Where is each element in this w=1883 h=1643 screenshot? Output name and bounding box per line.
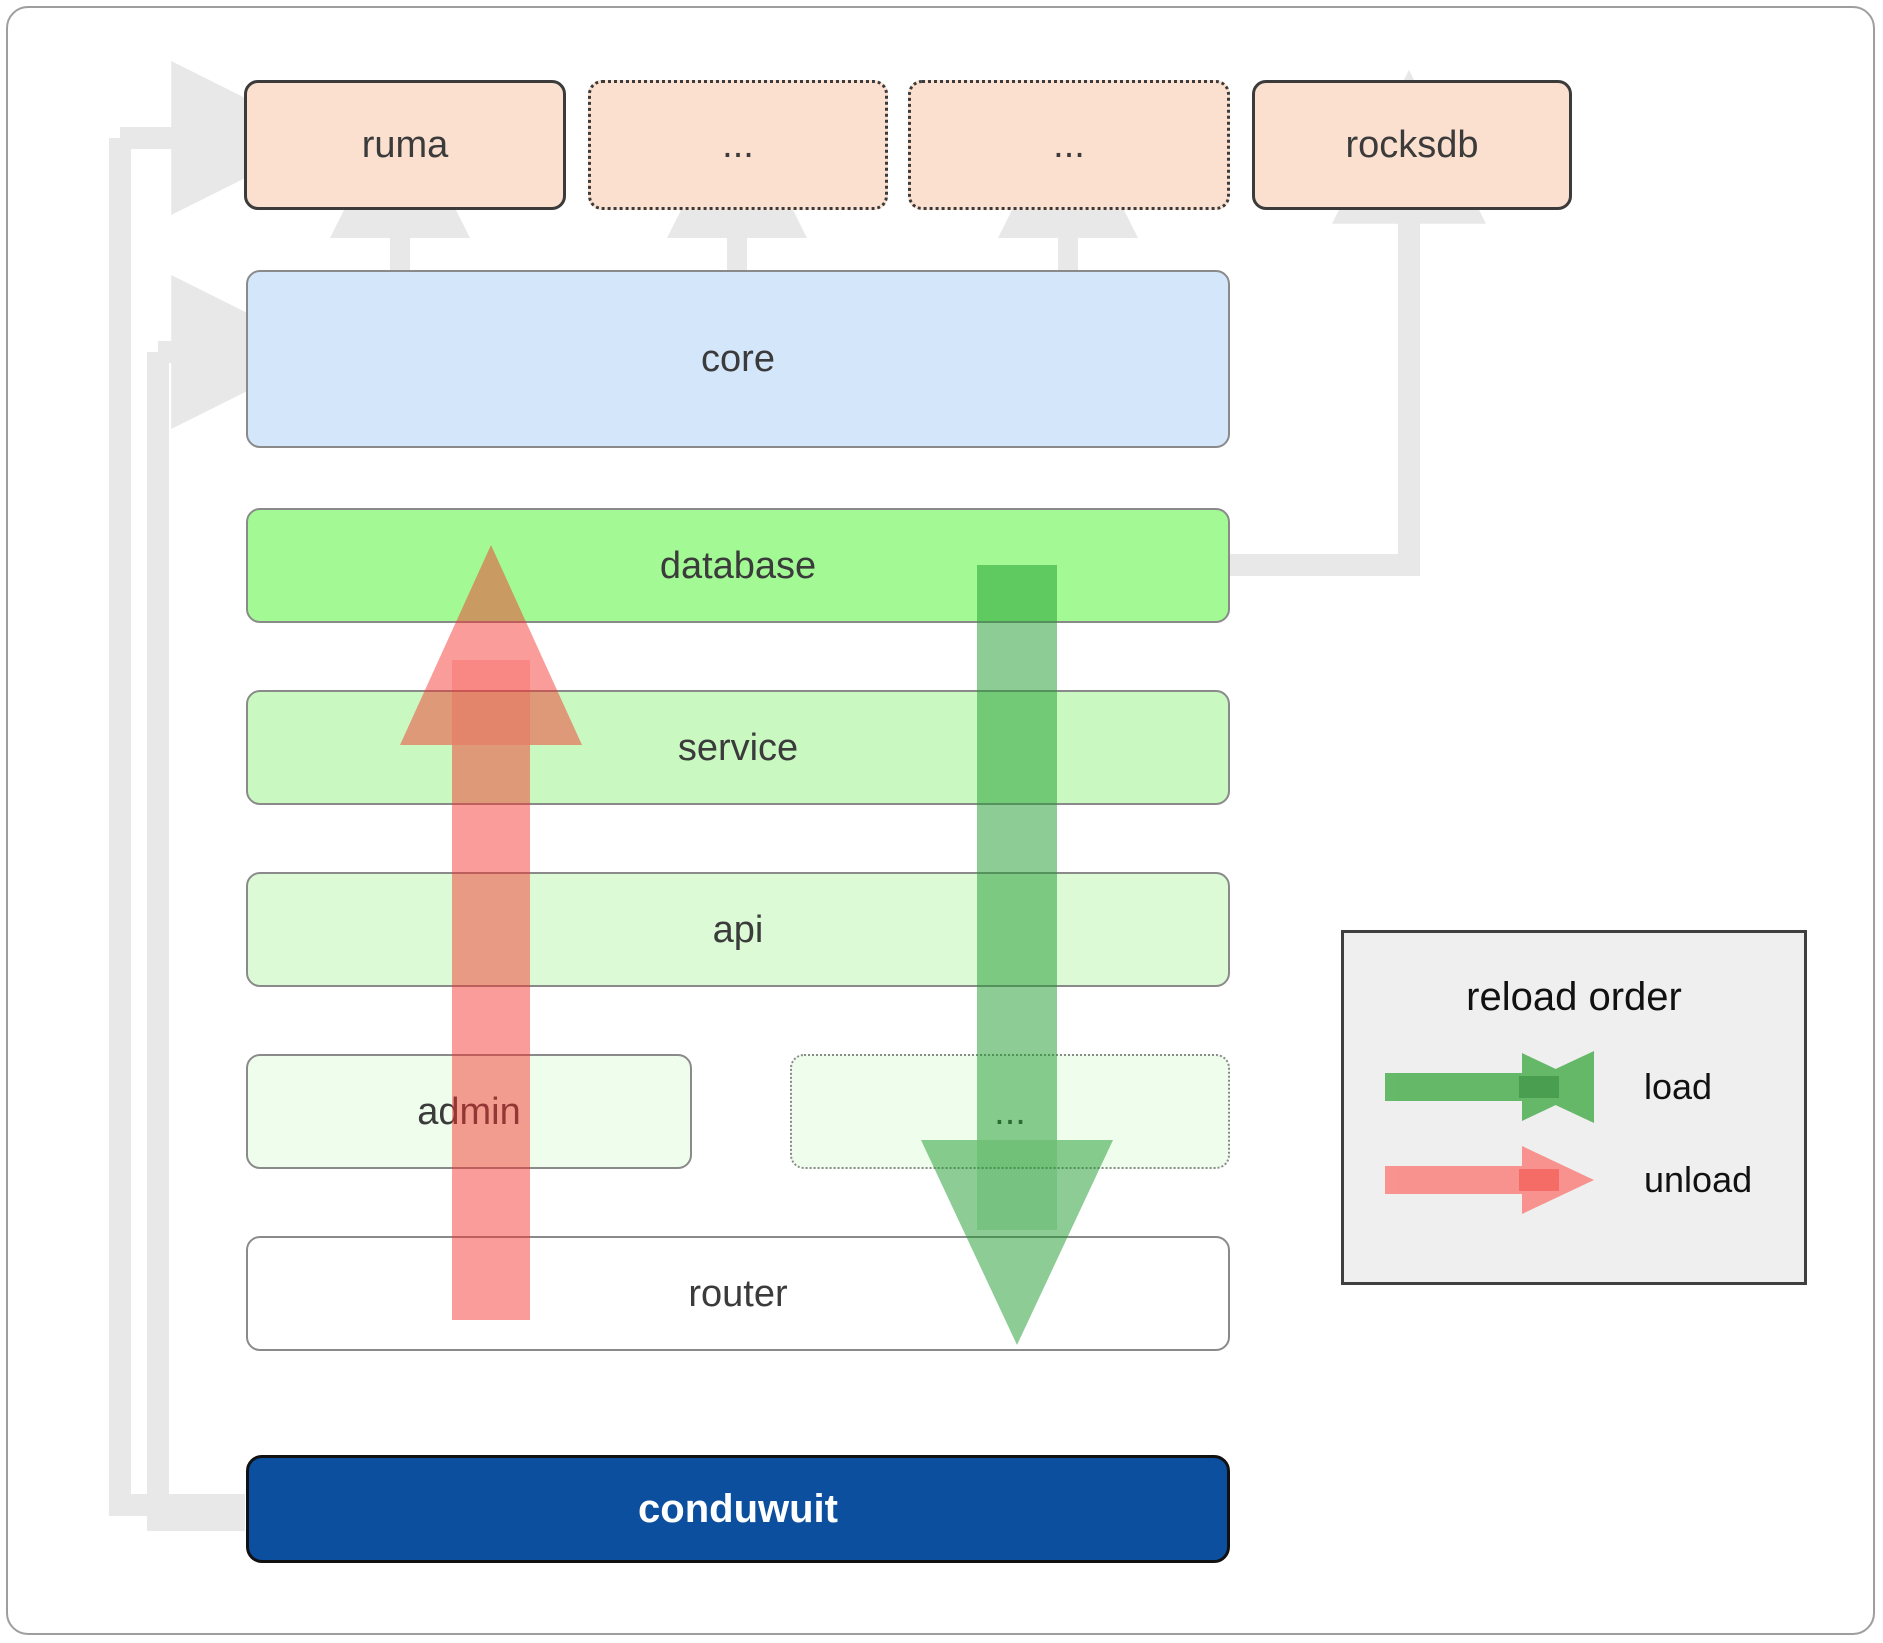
legend-panel: reload order load unload (1341, 930, 1807, 1285)
layer-admin[interactable]: admin (246, 1054, 692, 1169)
external-crate-ruma[interactable]: ruma (244, 80, 566, 210)
external-crate-label: ... (1053, 124, 1085, 166)
layer-core[interactable]: core (246, 270, 1230, 448)
layer-placeholder[interactable]: ... (790, 1054, 1230, 1169)
layer-label: ... (994, 1090, 1026, 1133)
layer-label: router (688, 1272, 788, 1315)
layer-label: database (659, 544, 817, 587)
legend-label-load: load (1644, 1066, 1713, 1107)
external-crate-label: ... (722, 124, 754, 166)
legend-unload-arrow (1385, 1146, 1594, 1214)
layer-router[interactable]: router (246, 1236, 1230, 1351)
layer-label: api (712, 908, 764, 951)
diagram-frame (6, 6, 1875, 1635)
binary-conduwuit[interactable]: conduwuit (246, 1455, 1230, 1563)
layer-database[interactable]: database (246, 508, 1230, 623)
legend-load-arrow (1385, 1051, 1594, 1123)
layer-api[interactable]: api (246, 872, 1230, 987)
layer-service[interactable]: service (246, 690, 1230, 805)
layer-label: core (701, 338, 775, 380)
external-crate-placeholder-2[interactable]: ... (908, 80, 1230, 210)
binary-label: conduwuit (638, 1487, 838, 1531)
legend-label-unload: unload (1644, 1159, 1753, 1200)
layer-label: admin (417, 1090, 521, 1133)
legend-title: reload order (1466, 975, 1682, 1019)
external-crate-label: ruma (361, 124, 449, 166)
external-crate-placeholder-1[interactable]: ... (588, 80, 888, 210)
layer-label: service (677, 726, 799, 769)
external-crate-label: rocksdb (1345, 124, 1479, 166)
legend-arrow-graphics (1385, 1051, 1594, 1214)
external-crate-rocksdb[interactable]: rocksdb (1252, 80, 1572, 210)
